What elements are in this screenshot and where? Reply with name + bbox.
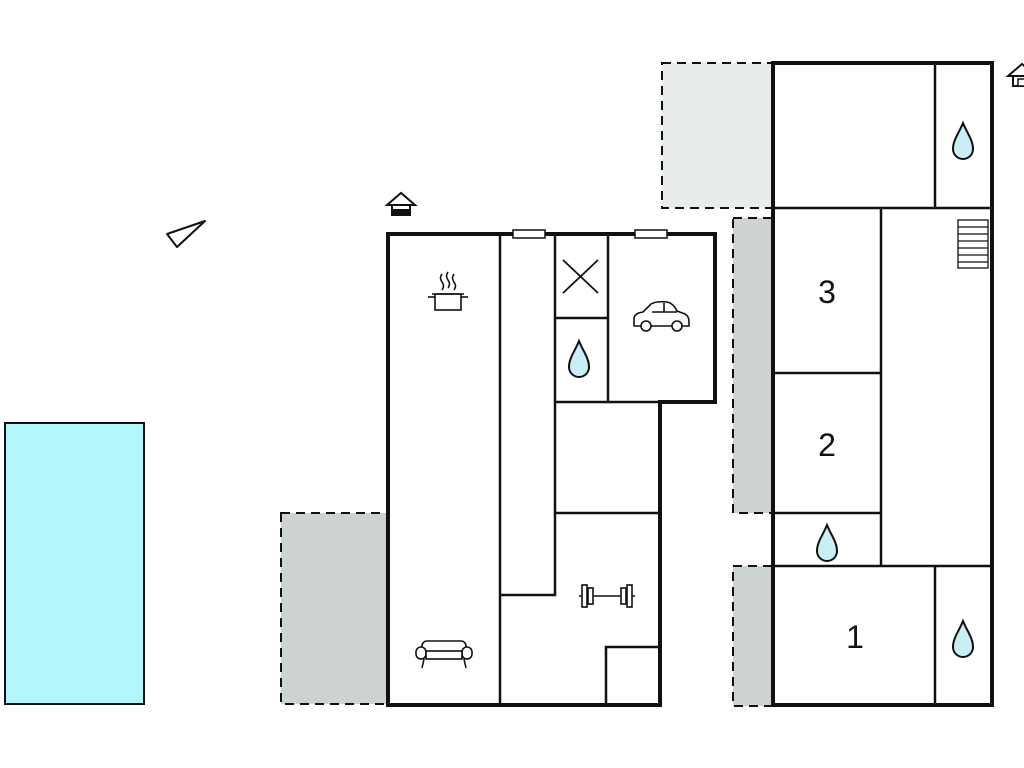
water-drop-icon xyxy=(951,120,975,160)
water-drop-icon xyxy=(567,338,591,378)
interior-walls-left xyxy=(498,234,660,705)
terrace-left xyxy=(280,512,388,705)
swimming-pool xyxy=(4,422,145,705)
barbell-icon xyxy=(579,584,635,608)
north-arrow-icon xyxy=(166,220,206,248)
room-number-2: 2 xyxy=(818,427,836,463)
terrace-right-middle xyxy=(732,217,774,514)
terrace-right-bottom xyxy=(732,565,774,707)
interior-walls-right xyxy=(773,63,992,705)
terrace-top-right xyxy=(661,62,774,209)
cooking-pot-icon xyxy=(428,271,468,311)
building-right xyxy=(771,61,994,707)
water-drop-icon xyxy=(815,522,839,562)
building-right-outline xyxy=(771,61,994,707)
cross-icon xyxy=(562,259,599,294)
house-entrance-icon xyxy=(1005,62,1024,87)
house-entrance-icon xyxy=(384,191,418,216)
car-icon xyxy=(633,300,690,332)
room-number-3: 3 xyxy=(818,274,836,310)
window xyxy=(512,229,546,239)
stairs-icon xyxy=(957,219,989,269)
window xyxy=(634,229,668,239)
room-number-1: 1 xyxy=(846,619,864,655)
building-left xyxy=(386,229,717,707)
sofa-icon xyxy=(415,640,473,669)
water-drop-icon xyxy=(951,618,975,658)
